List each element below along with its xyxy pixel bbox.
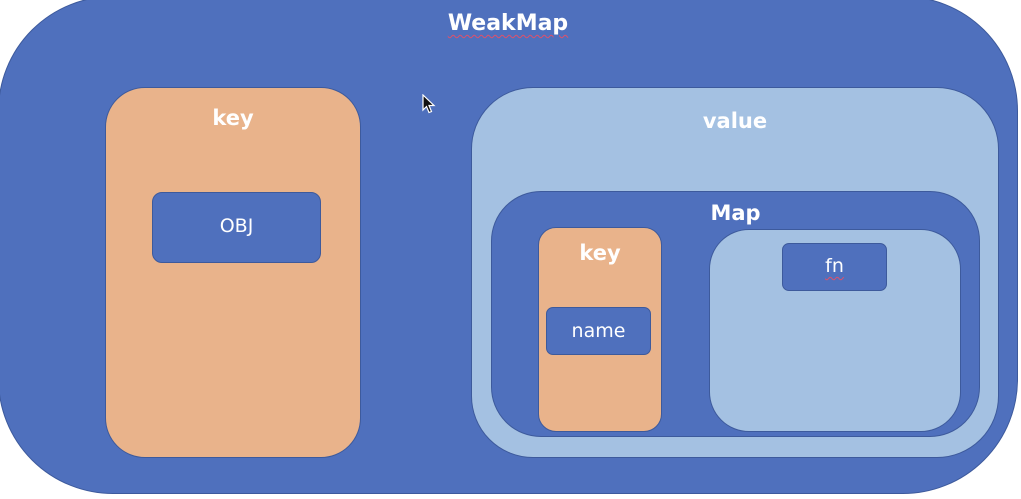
name-label: name [571, 320, 626, 342]
map-box: Map key name fn [491, 191, 980, 437]
weakmap-value-label: value [702, 109, 768, 133]
map-key-label: key [579, 241, 621, 265]
weakmap-key-label: key [212, 106, 254, 130]
obj-box: OBJ [152, 192, 321, 263]
weakmap-title: WeakMap [447, 11, 569, 36]
map-key-box: key name [538, 227, 662, 432]
obj-label: OBJ [219, 215, 254, 237]
fn-box: fn [782, 243, 887, 291]
name-box: name [546, 307, 651, 355]
fn-label: fn [825, 255, 844, 277]
weakmap-value-box: value Map key name fn [471, 87, 999, 458]
map-label: Map [710, 201, 761, 225]
weakmap-key-box: key OBJ [105, 87, 361, 458]
mouse-pointer-icon [422, 94, 436, 114]
map-value-box: fn [709, 229, 961, 432]
